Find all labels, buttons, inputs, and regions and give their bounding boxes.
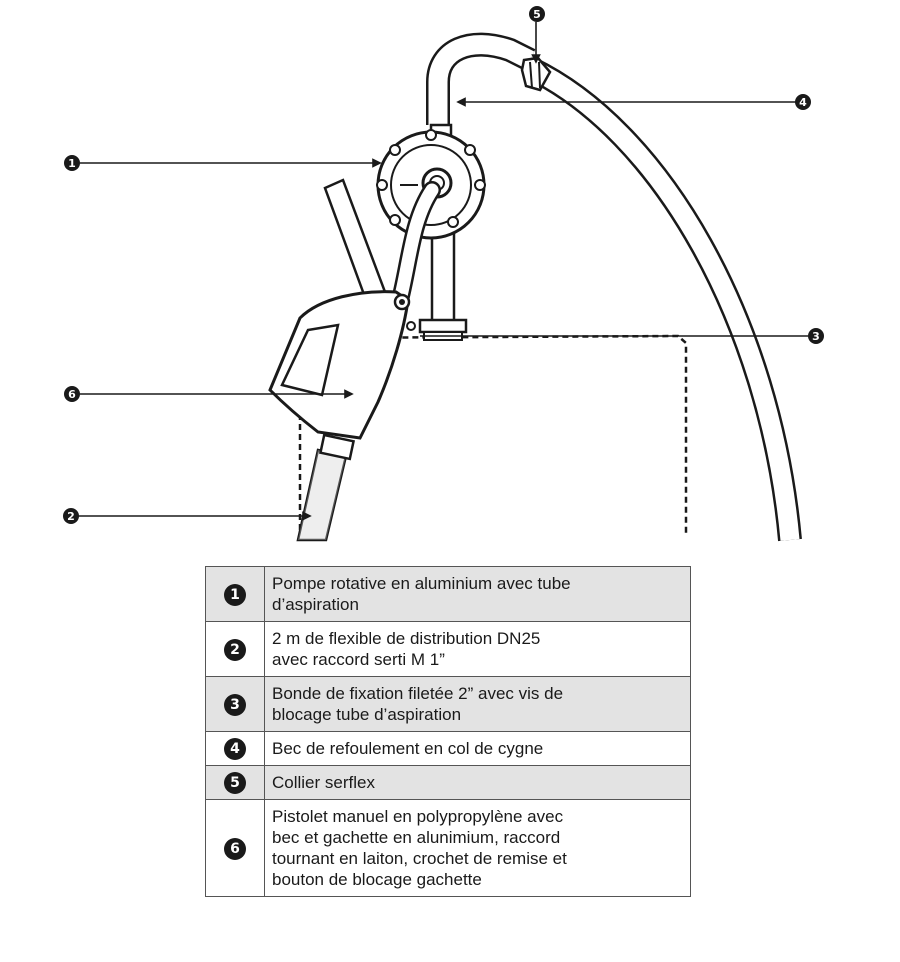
legend-number-badge: 6 bbox=[224, 837, 246, 860]
callout-4: 4 bbox=[795, 94, 811, 110]
crank-handle bbox=[391, 181, 441, 309]
nozzle-hook bbox=[323, 178, 387, 302]
delivery-hose bbox=[524, 57, 802, 542]
legend-text-line: bec et gachette en alunimium, raccord bbox=[272, 828, 561, 847]
rotary-pump bbox=[376, 129, 486, 240]
pump-diagram: 1 2 3 4 5 6 bbox=[63, 6, 824, 542]
distribution-hose bbox=[296, 433, 356, 542]
legend-row: 2 2 m de flexible de distribution DN25 a… bbox=[205, 621, 691, 677]
leader-lines bbox=[78, 22, 808, 521]
legend-number-badge: 5 bbox=[224, 772, 246, 794]
legend-row: 6 Pistolet manuel en polypropylène avec … bbox=[205, 799, 691, 897]
callout-6: 6 bbox=[64, 386, 80, 402]
svg-text:4: 4 bbox=[799, 96, 807, 109]
callout-3: 3 bbox=[808, 328, 824, 344]
legend-number-badge: 1 bbox=[224, 583, 246, 606]
svg-text:5: 5 bbox=[533, 8, 541, 21]
legend-row: 1 Pompe rotative en aluminium avec tube … bbox=[205, 566, 691, 622]
legend-row: 3 Bonde de fixation filetée 2” avec vis … bbox=[205, 676, 691, 732]
legend-text-line: blocage tube d’aspiration bbox=[272, 705, 462, 724]
svg-text:6: 6 bbox=[68, 388, 76, 401]
legend-text-line: Pompe rotative en aluminium avec tube bbox=[272, 574, 571, 593]
legend-text-line: Bonde de fixation filetée 2” avec vis de bbox=[272, 684, 564, 703]
legend-text-line: Pistolet manuel en polypropylène avec bbox=[272, 807, 564, 826]
callout-1: 1 bbox=[64, 155, 80, 171]
callout-2: 2 bbox=[63, 508, 79, 524]
nozzle-gun bbox=[268, 290, 411, 440]
callout-5: 5 bbox=[529, 6, 545, 22]
legend-text-line: d’aspiration bbox=[272, 595, 359, 614]
legend-row: 4 Bec de refoulement en col de cygne bbox=[205, 731, 691, 766]
legend-number-badge: 4 bbox=[224, 738, 246, 760]
legend-text-line: bouton de blocage gachette bbox=[272, 870, 482, 889]
legend-text-line: Bec de refoulement en col de cygne bbox=[272, 739, 544, 758]
svg-text:3: 3 bbox=[812, 330, 820, 343]
legend-text-line: Collier serflex bbox=[272, 773, 375, 792]
legend-text-line: avec raccord serti M 1” bbox=[272, 650, 445, 669]
legend-number-badge: 2 bbox=[224, 638, 246, 661]
legend-row: 5 Collier serflex bbox=[205, 765, 691, 800]
legend-number-badge: 3 bbox=[224, 693, 246, 716]
svg-text:1: 1 bbox=[68, 157, 76, 170]
svg-text:2: 2 bbox=[67, 510, 75, 523]
gooseneck-spout bbox=[426, 32, 536, 125]
legend-text-line: 2 m de flexible de distribution DN25 bbox=[272, 629, 541, 648]
legend-text-line: tournant en laiton, crochet de remise et bbox=[272, 849, 567, 868]
legend-table: 1 Pompe rotative en aluminium avec tube … bbox=[205, 566, 691, 897]
